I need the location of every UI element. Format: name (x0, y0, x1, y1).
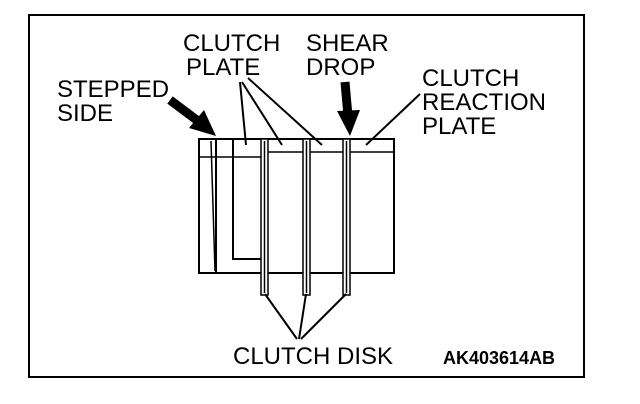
clutch-plate-2 (263, 138, 308, 274)
shear-drop-label-line1: SHEAR (306, 30, 389, 57)
clutch-disk-leaders (264, 293, 347, 340)
clutch-disk-1 (260, 138, 269, 296)
clutch-plate-label-line2: PLATE (186, 54, 260, 81)
clutch-reaction-plate-label-line1: CLUTCH (422, 65, 519, 92)
shear-drop-label-line2: DROP (306, 54, 375, 81)
clutch-reaction-plate (348, 138, 395, 274)
clutch-reaction-plate-label-line3: PLATE (422, 113, 496, 140)
clutch-reaction-plate-label-line2: REACTION (422, 89, 546, 116)
stepped-side-label-line1: STEPPED (57, 76, 169, 103)
stepped-side-label-line2: SIDE (57, 100, 113, 127)
clutch-reaction-plate-leader (365, 93, 421, 146)
clutch-plate-label-line1: CLUTCH (183, 30, 280, 57)
stepped-side-arrow (167, 96, 216, 136)
shear-drop-arrow (337, 81, 360, 136)
clutch-plate-3 (306, 138, 350, 274)
clutch-disk-3 (342, 138, 351, 296)
clutch-disk-2 (302, 138, 311, 296)
clutch-plate-leaders (239, 77, 323, 146)
figure-frame (28, 14, 585, 378)
figure-code: AK403614AB (443, 348, 555, 368)
stepped-clutch-plate (198, 138, 265, 274)
clutch-disk-label: CLUTCH DISK (233, 343, 393, 370)
